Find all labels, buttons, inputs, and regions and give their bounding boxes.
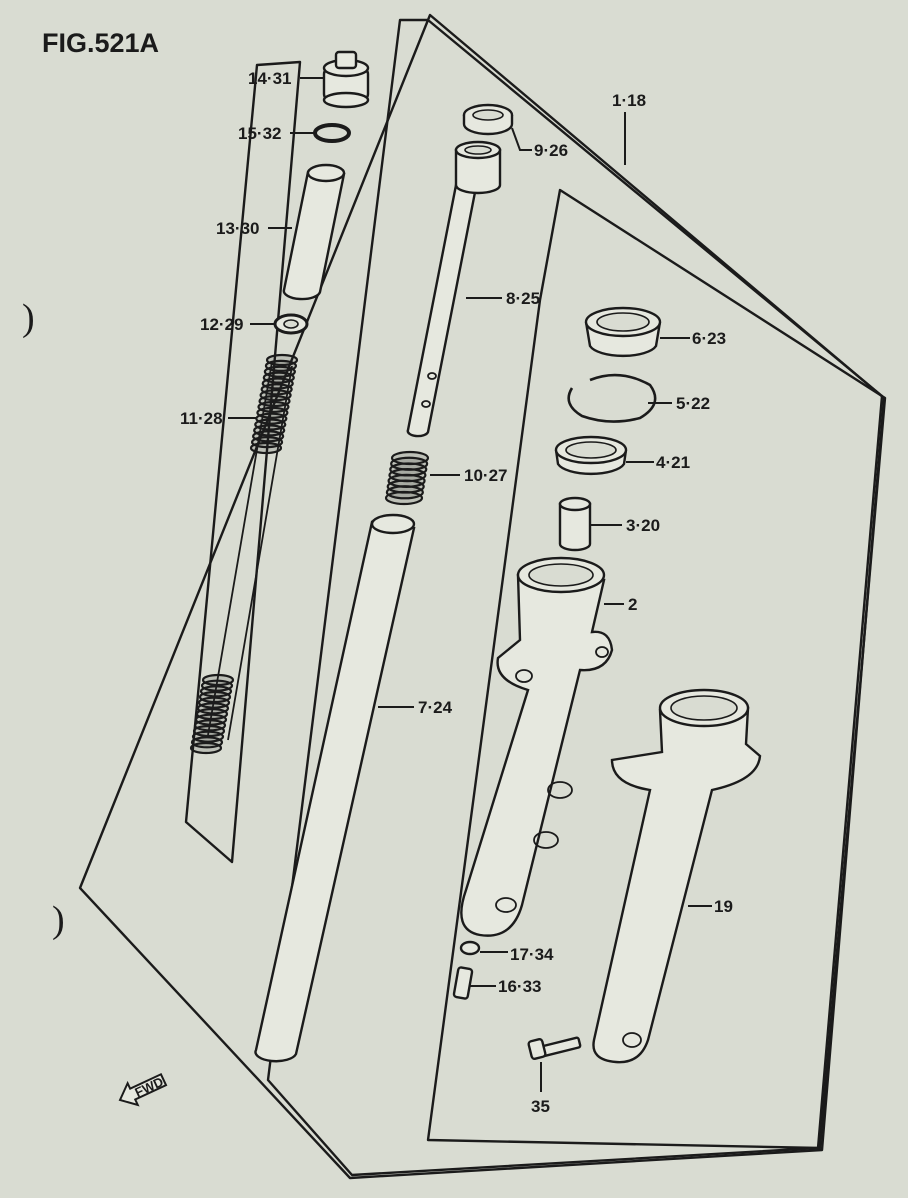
inner-tube-part	[254, 513, 416, 1063]
bolt-16-part	[452, 966, 474, 1000]
label-13-30: 13·30	[216, 219, 259, 238]
fork-spring-part	[189, 353, 299, 755]
snap-ring-part	[567, 373, 657, 423]
label-11-28: 11·28	[180, 409, 223, 428]
oil-lock-piece-part	[558, 496, 592, 552]
spring-coil	[384, 490, 424, 506]
label-3-20: 3·20	[626, 516, 660, 535]
label-14-31: 14·31	[248, 69, 291, 88]
label-12-29: 12·29	[200, 315, 243, 334]
label-10-27: 10·27	[464, 466, 507, 485]
label-19: 19	[714, 897, 733, 916]
label-15-32: 15·32	[238, 124, 281, 143]
damper-rod-part	[406, 140, 502, 438]
leader-line	[511, 127, 532, 151]
label-4-21: 4·21	[656, 453, 690, 472]
forward-direction-arrow: FWD	[118, 1072, 168, 1107]
outer-tube-right-part	[592, 688, 762, 1064]
label-1-18: 1·18	[612, 91, 646, 110]
label-35: 35	[531, 1097, 550, 1116]
axle-bolt-part	[527, 1036, 582, 1060]
spring-coil	[189, 741, 223, 755]
fwd-label: FWD	[132, 1074, 165, 1100]
oil-seal-part	[554, 435, 628, 476]
label-6-23: 6·23	[692, 329, 726, 348]
outer-tube-panel-outline	[426, 188, 887, 1150]
label-8-25: 8·25	[506, 289, 540, 308]
label-2: 2	[628, 595, 637, 614]
damper-panel-outline	[184, 60, 302, 864]
figure-title: FIG.521A	[42, 28, 159, 58]
dust-seal-part	[584, 306, 662, 358]
label-7-24: 7·24	[418, 698, 453, 717]
label-5-22: 5·22	[676, 394, 710, 413]
rebound-ring-part	[462, 103, 514, 136]
outer-tube-left-part	[460, 556, 614, 937]
rebound-spring-part	[384, 450, 430, 506]
label-16-33: 16·33	[498, 977, 541, 996]
o-ring-part	[313, 123, 351, 143]
gasket-part	[459, 940, 481, 956]
cap-bolt-part	[322, 50, 370, 109]
binder-hole-mark: )	[52, 899, 65, 941]
spring-coil	[249, 441, 283, 455]
label-9-26: 9·26	[534, 141, 568, 160]
binder-hole-mark: )	[22, 297, 35, 339]
spacer-part	[282, 163, 346, 301]
label-17-34: 17·34	[510, 945, 554, 964]
